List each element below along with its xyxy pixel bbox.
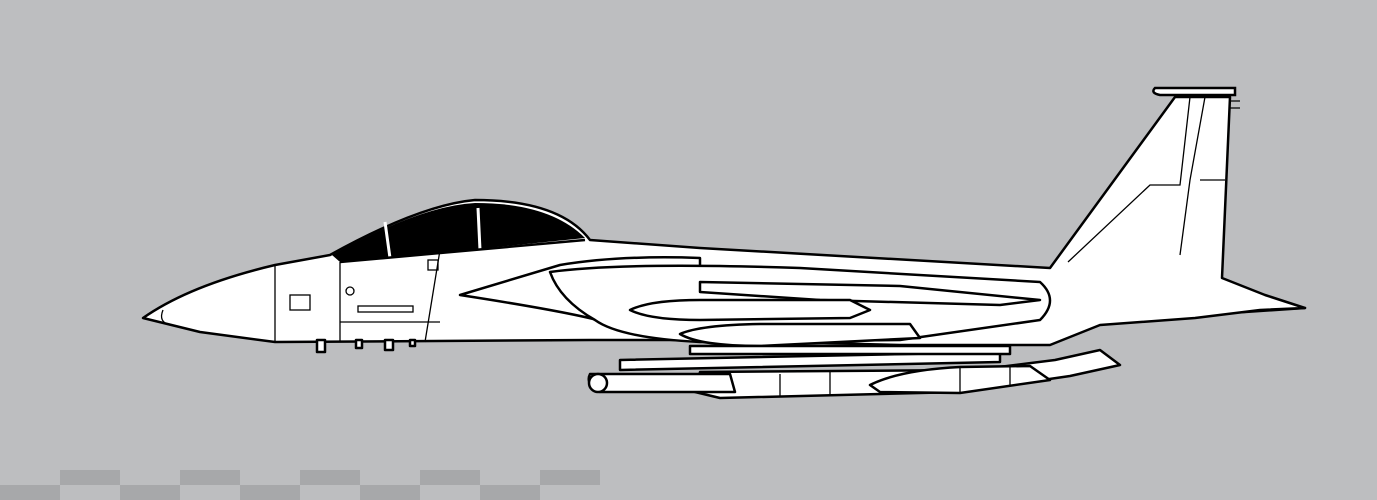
canopy: [332, 203, 585, 262]
scale-bar-top: [0, 470, 600, 485]
weapons: [628, 298, 1012, 356]
lower-stores: [587, 348, 1122, 400]
panel-lines: [160, 249, 441, 343]
wing: [698, 280, 1042, 307]
landing-gear: [315, 338, 417, 354]
vertical-fin: [1067, 86, 1240, 263]
scale-bar-bottom: [0, 485, 600, 500]
